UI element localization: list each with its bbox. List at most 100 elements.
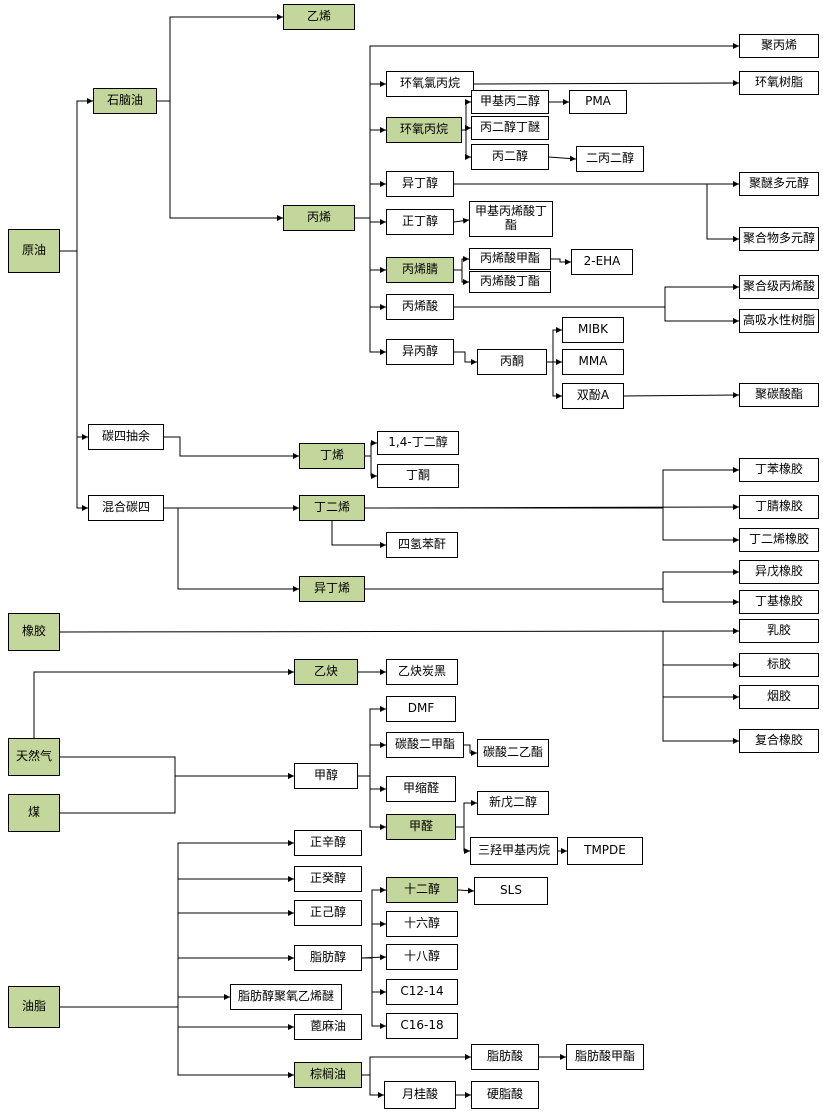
node-fame: 脂肪酸甲酯 — [566, 1044, 644, 1070]
node-natural-gas: 天然气 — [8, 738, 60, 776]
edge-propylene-to-isopropanol — [355, 217, 386, 355]
node-stearyl-alcohol: 十八醇 — [386, 944, 458, 970]
node-crude-oil: 原油 — [8, 229, 60, 273]
node-acetylene-black: 乙炔炭黑 — [386, 659, 458, 685]
node-lauryl-alcohol: 十二醇 — [386, 877, 458, 903]
node-thpa: 四氢苯酐 — [386, 532, 458, 558]
node-polycarbonate: 聚碳酸酯 — [739, 383, 819, 407]
node-methanol: 甲醇 — [294, 763, 358, 789]
edge-natural-gas-to-methanol — [60, 756, 294, 779]
node-coal: 煤 — [8, 794, 60, 832]
edge-acetone-to-bisphenol-a — [547, 361, 562, 399]
edge-lauryl-alcohol-to-sls — [457, 887, 475, 894]
node-polymer-polyol: 聚合物多元醇 — [739, 227, 819, 251]
node-compound-rubber: 复合橡胶 — [739, 729, 819, 753]
edge-naphtha-to-propylene — [157, 100, 283, 221]
node-butyl-methacrylate: 甲基丙烯酸丁酯 — [469, 201, 553, 237]
edge-propylene-oxide-to-methyl-propanediol — [462, 99, 471, 131]
node-fatty-acid: 脂肪酸 — [471, 1044, 539, 1070]
edge-oils-fats-to-n-octanol — [60, 840, 294, 1008]
node-latex: 乳胶 — [739, 619, 819, 643]
node-formaldehyde: 甲醛 — [386, 814, 456, 840]
node-br: 丁二烯橡胶 — [739, 528, 819, 552]
edge-acetone-to-mibk — [547, 327, 562, 363]
edge-methanol-to-formaldehyde — [358, 775, 386, 830]
node-bisphenol-a: 双酚A — [562, 383, 624, 409]
node-pg-butyl-ether: 丙二醇丁醚 — [471, 116, 549, 140]
node-propylene-glycol: 丙二醇 — [471, 144, 549, 170]
node-npg: 新戊二醇 — [477, 791, 549, 815]
node-isopropanol: 异丙醇 — [386, 339, 454, 365]
edge-formaldehyde-to-tmp — [456, 826, 470, 854]
edge-crude-oil-to-naphtha — [60, 98, 93, 252]
edge-rubber-to-latex — [59, 628, 740, 635]
node-butadiene: 丁二烯 — [299, 495, 365, 521]
edge-butadiene-to-thpa — [331, 521, 386, 548]
node-nbr: 丁腈橡胶 — [739, 495, 819, 519]
edge-oils-fats-to-palm-oil — [60, 1006, 294, 1078]
node-mma: MMA — [562, 349, 624, 375]
node-dmf: DMF — [386, 696, 456, 722]
edge-acrylonitrile-to-methyl-acrylate — [454, 256, 469, 271]
edge-bisphenol-a-to-polycarbonate — [623, 392, 740, 399]
edge-fatty-alcohol-to-c12-14 — [362, 957, 386, 995]
node-sap: 高吸水性树脂 — [739, 309, 819, 333]
edge-propylene-glycol-to-dipropylene-glycol — [548, 155, 577, 162]
edge-mixed-c4-to-isobutylene — [164, 507, 299, 592]
edge-fatty-alcohol-to-c16-18 — [362, 957, 386, 1029]
node-lauric-acid: 月桂酸 — [384, 1081, 456, 1109]
node-aeo: 脂肪醇聚氧乙烯醚 — [230, 984, 342, 1010]
node-acetylene: 乙炔 — [294, 659, 358, 685]
node-dec: 碳酸二乙酯 — [477, 739, 549, 767]
edge-propylene-oxide-to-propylene-glycol — [462, 129, 471, 160]
node-polymer-grade-aa: 聚合级丙烯酸 — [739, 275, 819, 299]
edge-acrylic-acid-to-sap — [454, 306, 739, 324]
node-sls: SLS — [474, 877, 548, 905]
node-dipropylene-glycol: 二丙二醇 — [576, 146, 644, 172]
edge-propylene-to-isobutanol — [355, 181, 386, 219]
edge-butadiene-to-br — [365, 507, 739, 543]
node-butene: 丁烯 — [299, 443, 365, 469]
edge-methanol-to-dmf — [358, 706, 386, 777]
node-oils-fats: 油脂 — [8, 986, 60, 1028]
node-acetone: 丙酮 — [477, 349, 547, 375]
edge-rubber-to-tsr — [662, 631, 739, 668]
edge-isobutylene-to-iir — [365, 588, 739, 605]
node-n-hexanol: 正己醇 — [294, 900, 362, 926]
node-c12-14: C12-14 — [386, 979, 458, 1005]
node-2-eha: 2-EHA — [571, 249, 633, 275]
edge-epichlorohydrin-to-epoxy-resin — [473, 80, 740, 87]
node-isobutanol: 异丁醇 — [386, 171, 454, 197]
edge-acrylonitrile-to-butyl-acrylate — [454, 269, 469, 285]
node-tsr: 标胶 — [739, 653, 819, 677]
edge-n-butanol-to-butyl-methacrylate — [453, 217, 470, 224]
node-mek: 丁酮 — [377, 464, 459, 488]
edge-naphtha-to-ethylene — [157, 14, 283, 102]
edge-isobutylene-to-ir — [365, 569, 739, 590]
edge-coal-to-methanol — [60, 773, 294, 814]
node-bdo: 1,4-丁二醇 — [377, 431, 459, 455]
edge-dmc-to-dec — [464, 744, 477, 756]
edge-palm-oil-to-lauric-acid — [362, 1074, 384, 1098]
node-naphtha: 石脑油 — [93, 88, 157, 114]
edge-methanol-to-dmc — [358, 742, 386, 777]
node-polyether-polyol: 聚醚多元醇 — [739, 172, 819, 196]
edge-butene-to-bdo — [365, 440, 377, 457]
node-mixed-c4: 混合碳四 — [88, 495, 164, 521]
node-rss: 烟胶 — [739, 685, 819, 709]
edge-methanol-to-methylal — [358, 775, 386, 792]
node-ethylene: 乙烯 — [283, 4, 355, 30]
edge-crude-oil-to-mixed-c4 — [60, 250, 88, 511]
node-cetyl-alcohol: 十六醇 — [386, 911, 458, 937]
node-polypropylene: 聚丙烯 — [739, 34, 819, 58]
edge-fatty-alcohol-to-cetyl-alcohol — [362, 921, 386, 959]
node-acrylic-acid: 丙烯酸 — [386, 294, 454, 320]
edge-methyl-acrylate-to-2-eha — [551, 258, 571, 265]
node-pma: PMA — [569, 90, 627, 114]
node-butyl-acrylate: 丙烯酸丁酯 — [469, 271, 551, 293]
edge-isopropanol-to-acetone — [454, 351, 477, 365]
node-rubber: 橡胶 — [8, 613, 60, 651]
node-c16-18: C16-18 — [386, 1013, 458, 1039]
